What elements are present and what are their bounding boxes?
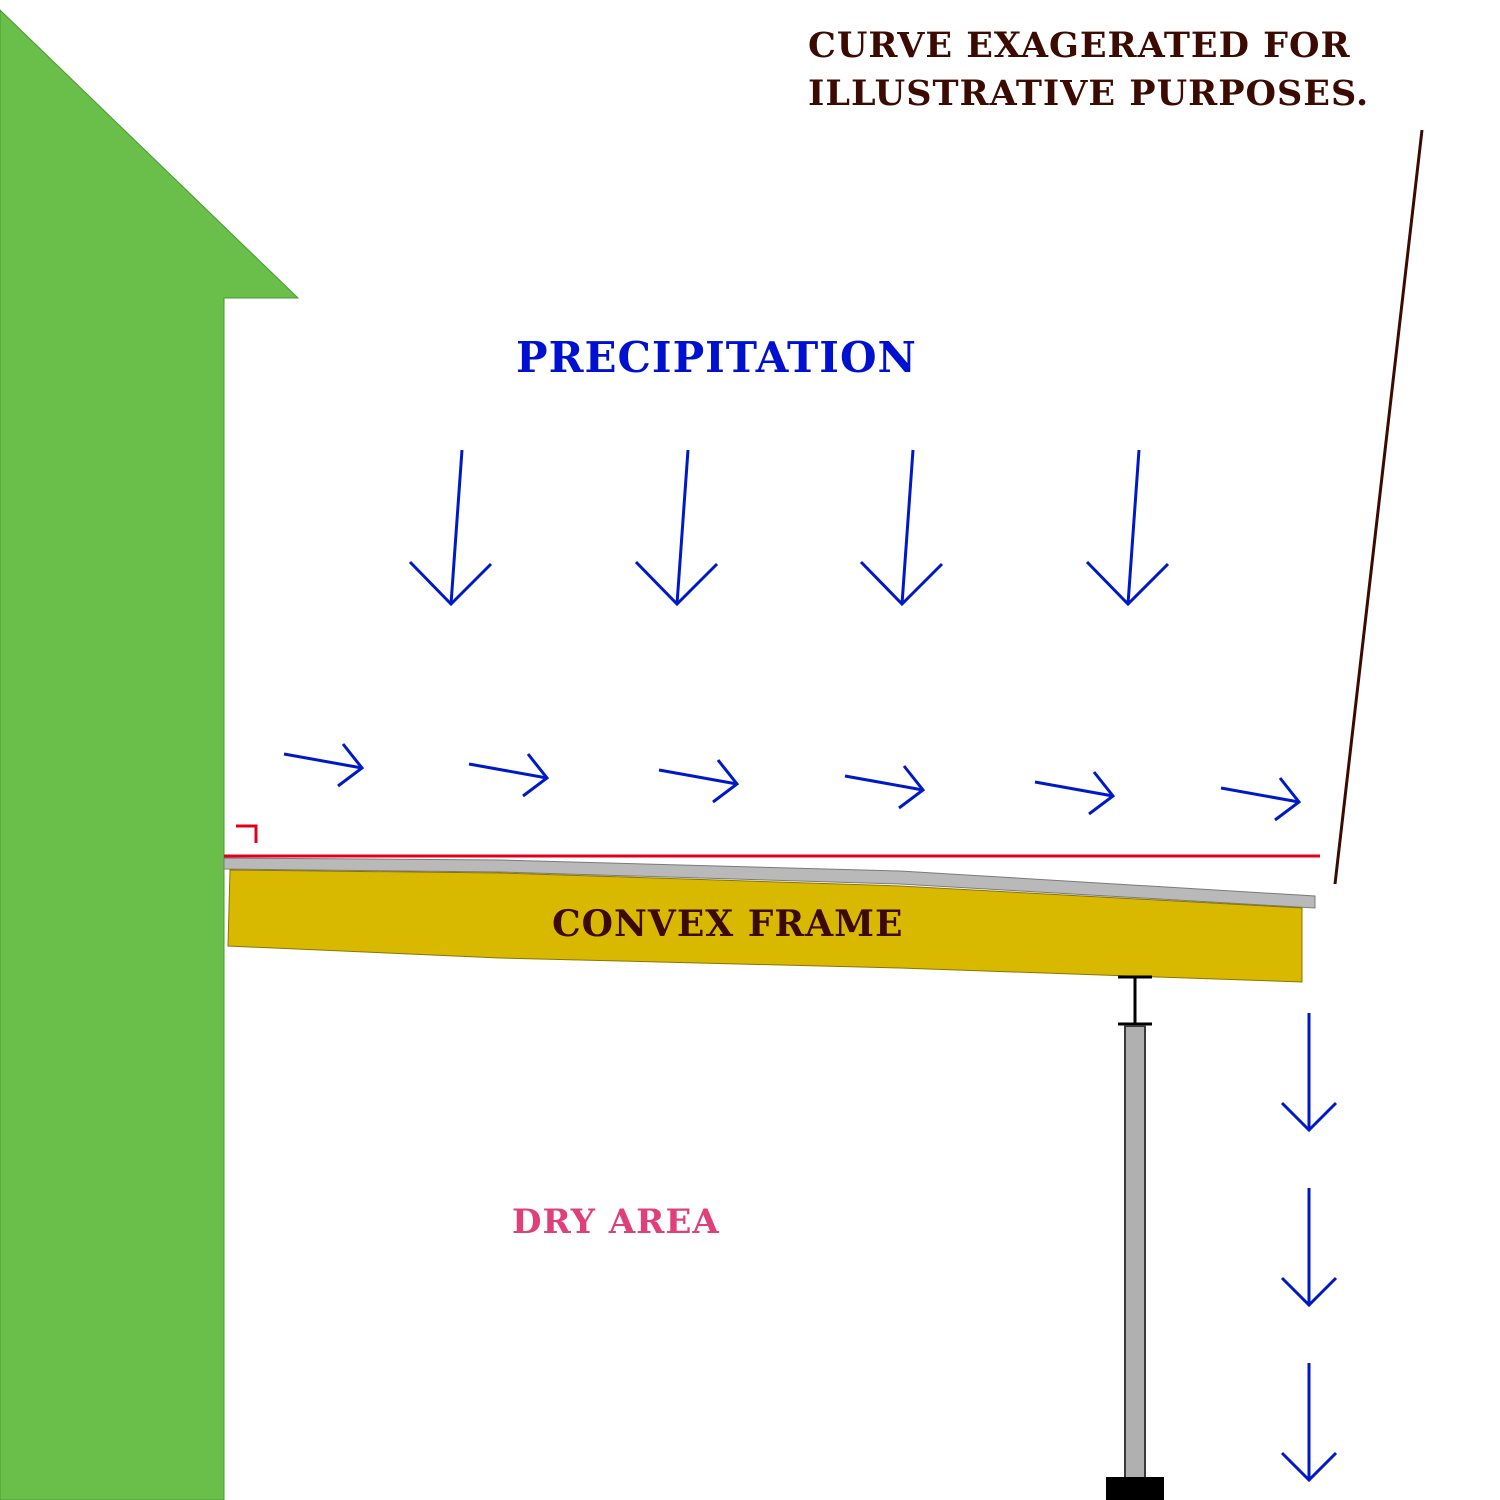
- arrow-down-icon: [408, 449, 493, 607]
- arrow-right-icon: [658, 759, 740, 804]
- runoff-arrows: [283, 743, 1302, 822]
- arrow-right-icon: [1034, 771, 1116, 816]
- illustration-note: CURVE EXAGERATED FOR ILLUSTRATIVE PURPOS…: [808, 22, 1369, 118]
- arrow-right-icon: [1220, 777, 1302, 822]
- rain-arrows: [408, 449, 1170, 607]
- arrow-down-icon: [1085, 449, 1170, 607]
- house-wall: [0, 9, 300, 1500]
- dry-area-label: DRY AREA: [512, 1202, 720, 1242]
- arrow-down-icon: [634, 449, 719, 607]
- arrow-right-icon: [468, 753, 550, 798]
- post-footing: [1106, 1477, 1164, 1500]
- arrow-down-icon: [859, 449, 944, 607]
- arrow-down-icon: [1280, 1013, 1338, 1133]
- precipitation-label: PRECIPITATION: [516, 333, 917, 382]
- note-line-1: CURVE EXAGERATED FOR: [808, 25, 1351, 66]
- support-post: [1124, 1025, 1146, 1479]
- convex-frame-label: CONVEX FRAME: [552, 903, 904, 945]
- roof-panel: [223, 857, 1316, 909]
- leader-line: [1333, 129, 1424, 885]
- level-corner-mark: [236, 824, 258, 843]
- post-bracket: [1118, 975, 1152, 1026]
- arrow-right-icon: [844, 765, 926, 810]
- arrow-down-icon: [1280, 1363, 1338, 1483]
- note-line-2: ILLUSTRATIVE PURPOSES.: [808, 73, 1370, 114]
- arrow-down-icon: [1280, 1188, 1338, 1308]
- drip-arrows: [1280, 1013, 1338, 1483]
- arrow-right-icon: [283, 743, 365, 788]
- convex-frame: [227, 869, 1303, 983]
